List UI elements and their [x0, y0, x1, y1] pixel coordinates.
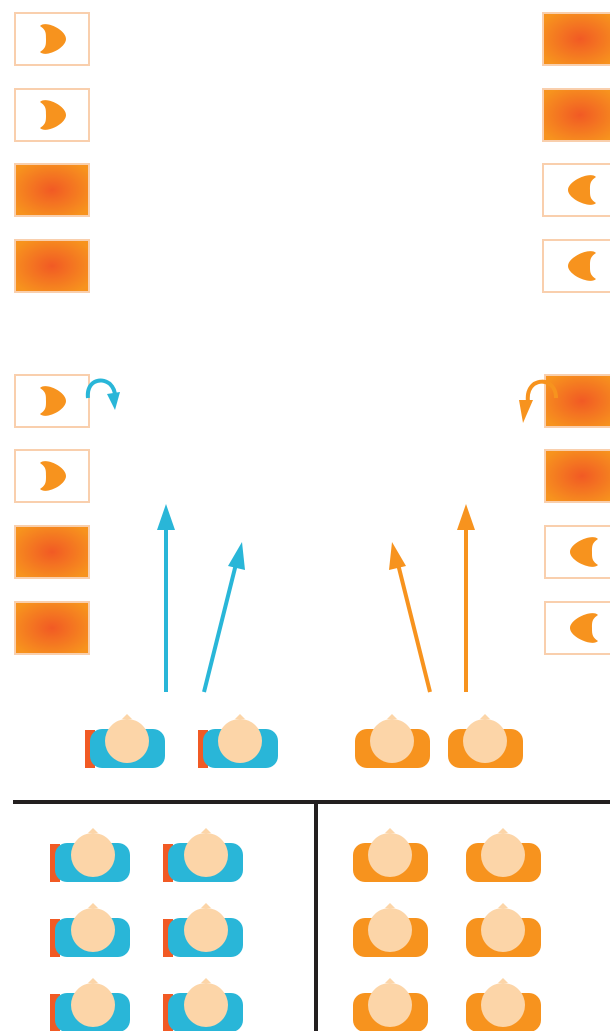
arrows-orange — [389, 504, 475, 693]
person-head — [71, 833, 115, 877]
card-heart — [14, 88, 90, 142]
bottom-left-audience — [50, 828, 243, 1031]
arrowhead-icon — [157, 504, 175, 530]
heart-icon — [40, 386, 66, 416]
card-filled — [14, 525, 90, 579]
bottom-right-audience — [353, 828, 541, 1031]
middle-right-cards — [544, 374, 610, 655]
person-blue-with-book — [50, 978, 130, 1031]
person-blue-with-book — [50, 828, 130, 882]
person-blue-with-book — [163, 978, 243, 1031]
person-head — [481, 983, 525, 1027]
person-blue-with-book — [50, 903, 130, 957]
heart-icon — [570, 613, 598, 643]
person-head — [368, 833, 412, 877]
person-head — [368, 908, 412, 952]
person-blue-with-book — [198, 714, 278, 768]
person-orange — [353, 903, 428, 957]
heart-icon — [568, 175, 596, 205]
card-filled — [542, 88, 610, 142]
card-filled — [544, 449, 610, 503]
card-filled — [544, 374, 610, 428]
person-head — [71, 983, 115, 1027]
heart-icon — [40, 461, 66, 491]
person-blue-with-book — [163, 828, 243, 882]
arrowhead-icon — [228, 542, 245, 570]
person-head — [368, 983, 412, 1027]
card-heart — [544, 601, 610, 655]
rotate-arrow-blue-icon — [85, 378, 120, 410]
middle-left-cards — [14, 374, 90, 655]
person-head — [105, 719, 149, 763]
person-orange — [353, 978, 428, 1031]
heart-icon — [40, 100, 66, 130]
person-head — [370, 719, 414, 763]
heart-icon — [568, 251, 596, 281]
arrowhead-icon — [389, 542, 406, 570]
person-orange — [355, 714, 430, 768]
person-orange — [353, 828, 428, 882]
person-head — [184, 833, 228, 877]
person-head — [184, 983, 228, 1027]
person-head — [71, 908, 115, 952]
card-heart — [542, 163, 610, 217]
card-filled — [14, 239, 90, 293]
rotate-arrow-orange-icon — [519, 379, 558, 423]
person-orange — [466, 903, 541, 957]
card-heart — [14, 449, 90, 503]
heart-icon — [40, 24, 66, 54]
heart-icon — [570, 537, 598, 567]
arrows-blue — [157, 504, 245, 693]
person-head — [463, 719, 507, 763]
arrowhead-icon — [457, 504, 475, 530]
top-right-cards — [542, 12, 610, 293]
card-heart — [542, 239, 610, 293]
person-orange — [466, 978, 541, 1031]
card-filled — [14, 163, 90, 217]
person-head — [481, 908, 525, 952]
card-heart — [14, 374, 90, 428]
person-head — [218, 719, 262, 763]
person-blue-with-book — [163, 903, 243, 957]
person-orange — [466, 828, 541, 882]
card-filled — [542, 12, 610, 66]
person-head — [184, 908, 228, 952]
person-head — [481, 833, 525, 877]
top-left-cards — [14, 12, 90, 293]
card-heart — [544, 525, 610, 579]
front-row — [85, 714, 523, 768]
person-orange — [448, 714, 523, 768]
card-filled — [14, 601, 90, 655]
card-heart — [14, 12, 90, 66]
person-blue-with-book — [85, 714, 165, 768]
